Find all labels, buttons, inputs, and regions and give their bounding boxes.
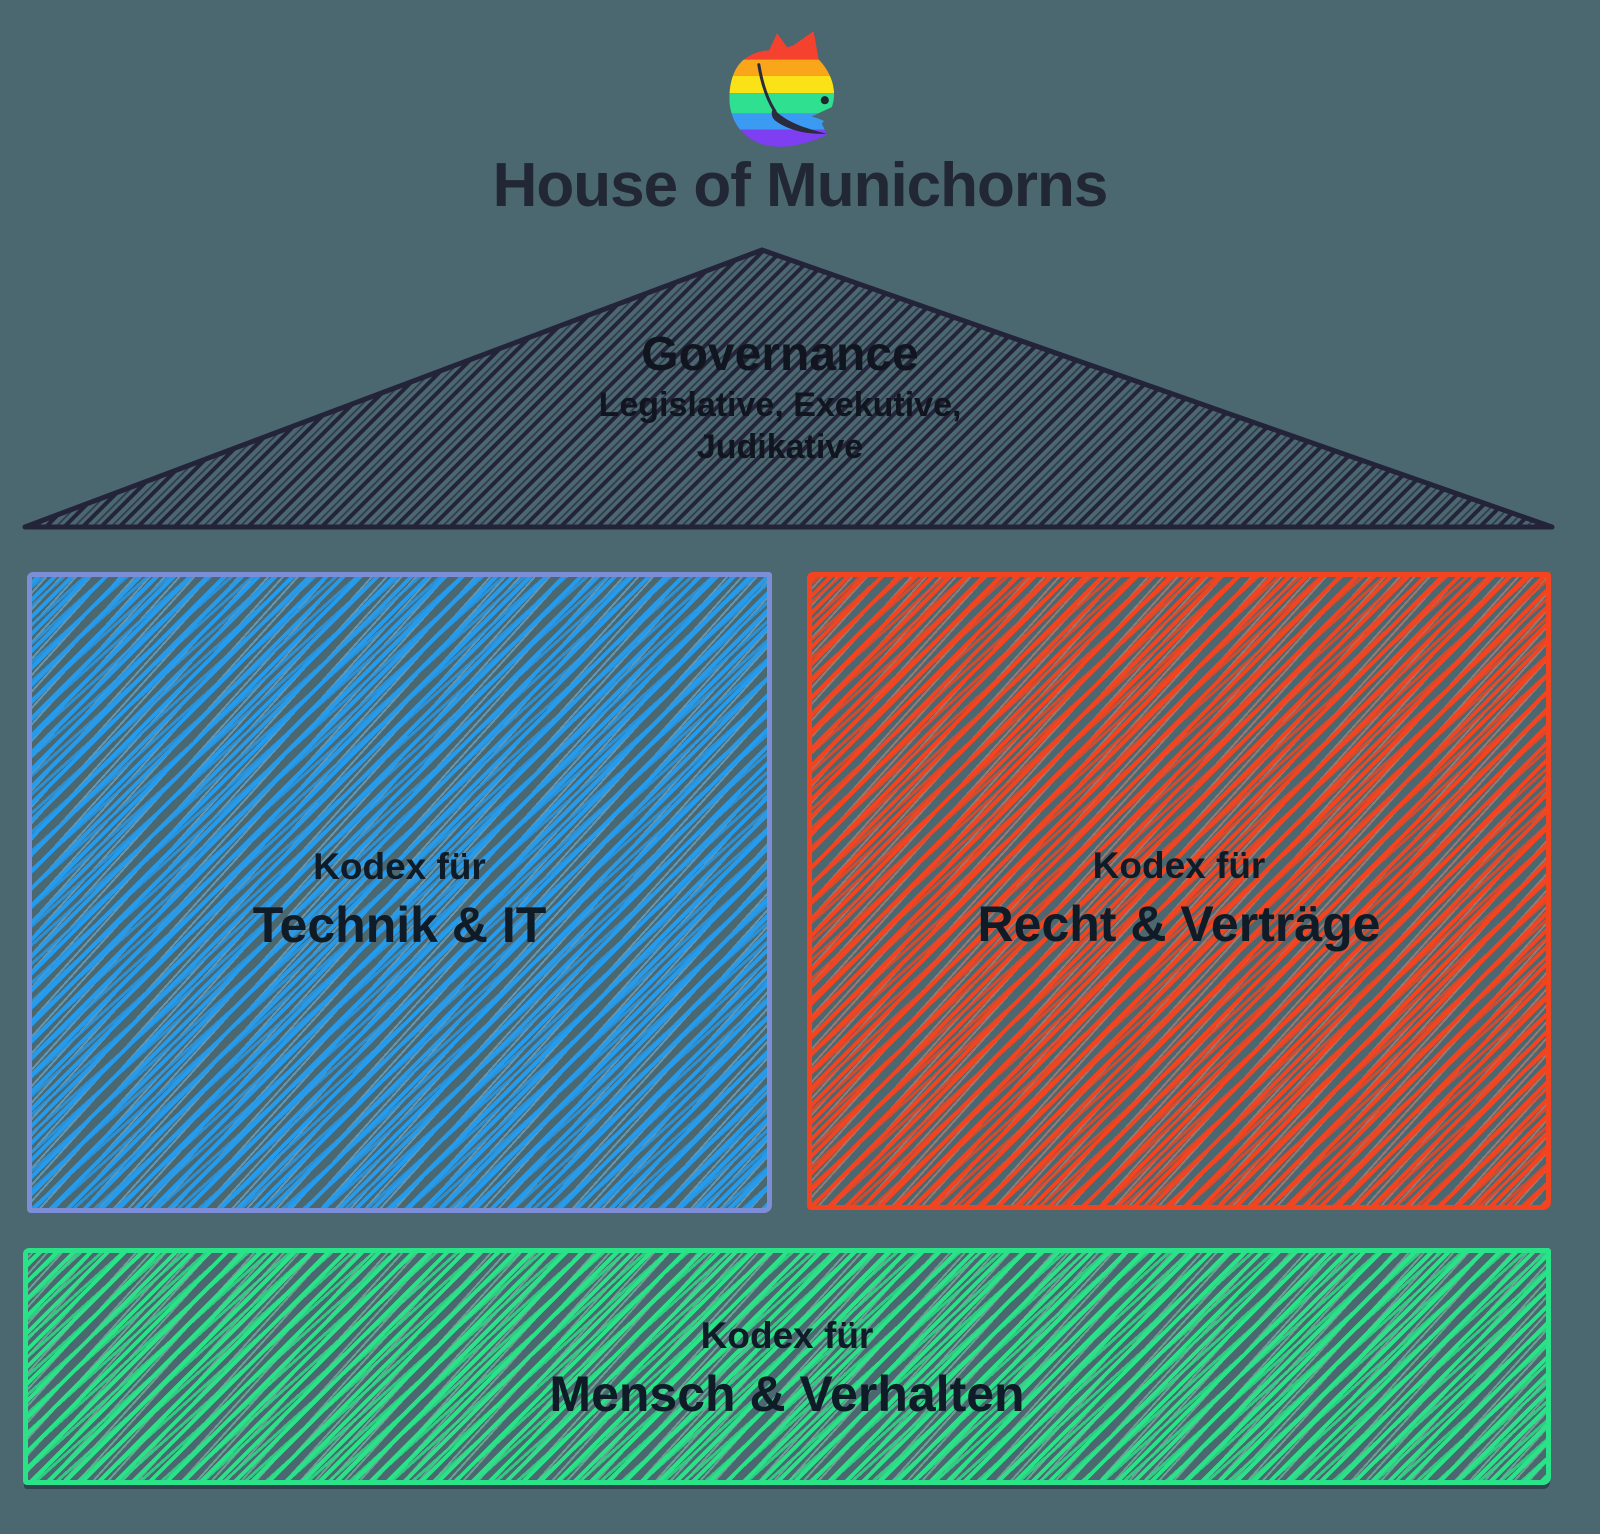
pillar-technik-label-top: Kodex für [313,846,486,888]
foundation-label-top: Kodex für [700,1315,874,1357]
pillar-technik-label-main: Technik & IT [252,897,547,954]
unicorn-logo-icon [729,31,838,147]
roof-subtitle-line2: Judikative [696,428,864,467]
foundation-mensch-verhalten: Kodex für Mensch & Verhalten [23,1248,1551,1485]
roof-subtitle-line1: Legislative, Exekutive, [598,385,962,424]
pillar-recht-label-top: Kodex für [1092,844,1266,886]
chin-swoosh [771,108,827,134]
roof-label: Governance Legislative, Exekutive, Judik… [430,326,1130,469]
roof-triangle [22,247,1555,530]
pillar-recht-vertraege: Kodex für Recht & Verträge [807,572,1551,1210]
mouth-notch [811,104,838,131]
foundation-label-main: Mensch & Verhalten [549,1366,1025,1423]
eye-dot [820,96,829,105]
pillar-technik-it: Kodex für Technik & IT [27,572,772,1213]
pillar-recht-label-main: Recht & Verträge [977,895,1381,952]
roof-title: Governance [641,328,919,381]
roof-shape [22,247,1555,530]
page-title: House of Munichorns [492,151,1109,220]
jaw-line [757,63,777,113]
